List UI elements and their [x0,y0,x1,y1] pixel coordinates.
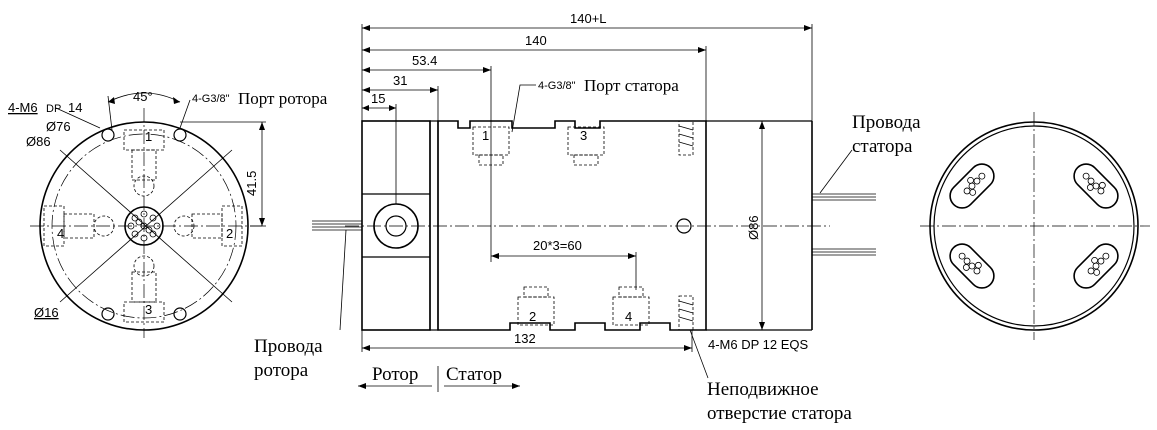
stator-port-text: Порт статора [584,76,679,95]
bolt-hole-bl [101,307,115,321]
right-end-view [920,112,1150,340]
dia16-label: Ø16 [34,305,59,320]
wire-exit-bl [949,243,995,289]
rotor-wires [312,220,362,231]
rotor-wires-label-2: ротора [254,360,309,381]
port-1-label: 1 [145,129,152,144]
wire-exit-br [1073,243,1119,289]
bolt-hole-tl [101,128,115,142]
stator-body [437,120,707,331]
side-port-3-label: 3 [580,128,587,143]
rotor-wires-label-1: Провода [254,336,323,357]
dim-15: 15 [371,91,385,106]
rotor-port-text: Порт ротора [238,89,328,108]
dia76-label: Ø76 [46,119,71,134]
wire-exit-tl [949,163,995,209]
side-port-1-label: 1 [482,128,489,143]
dim-dia86: Ø86 [746,215,761,240]
side-port-2-label: 2 [529,309,536,324]
m6-dp-label: DP [46,103,61,115]
bolt-hole-br [173,307,187,321]
dia86-left-label: Ø86 [26,134,51,149]
rotor-label: Ротор [372,364,418,385]
m6-left-label: 4-M6 [8,100,38,115]
m6-depth-label: 14 [68,100,82,115]
wire-bundle-icon [127,210,161,242]
dim-spacing: 20*3=60 [533,238,582,253]
stator-label: Статор [446,364,502,385]
stator-wires-label-1: Провода [852,112,921,133]
fixed-hole-label-2: отверстие статора [707,403,852,424]
m6-eqs-label: 4-M6 DP 12 EQS [708,337,809,352]
dim-31: 31 [393,73,407,88]
rotor-port-code: 4-G3/8" [192,93,230,105]
port-4-label: 4 [57,226,64,241]
port-3-label: 3 [145,302,152,317]
angle-45-label: 45° [133,89,153,104]
stator-port-code: 4-G3/8" [538,80,576,92]
dim-140L: 140+L [570,11,607,26]
fixed-hole-label-1: Неподвижное [707,379,819,400]
left-end-view: 1 2 3 4 45° 4-M6 DP 14 Ø76 Ø86 Ø16 41.5 [8,89,266,338]
port-2-label: 2 [226,226,233,241]
dim-132: 132 [514,331,536,346]
dim-140: 140 [525,33,547,48]
stator-wires-label-2: статора [852,136,913,157]
side-port-4-label: 4 [625,309,632,324]
side-view: 1 3 2 4 140+L [312,11,876,352]
rotor-stator-divider: Ротор Статор [358,364,520,392]
wire-exit-tr [1073,163,1119,209]
dim-53: 53.4 [412,53,437,68]
h41-label: 41.5 [244,171,259,196]
stator-wires [812,193,876,256]
center-bore [124,206,164,246]
bolt-hole-tr [173,128,187,142]
